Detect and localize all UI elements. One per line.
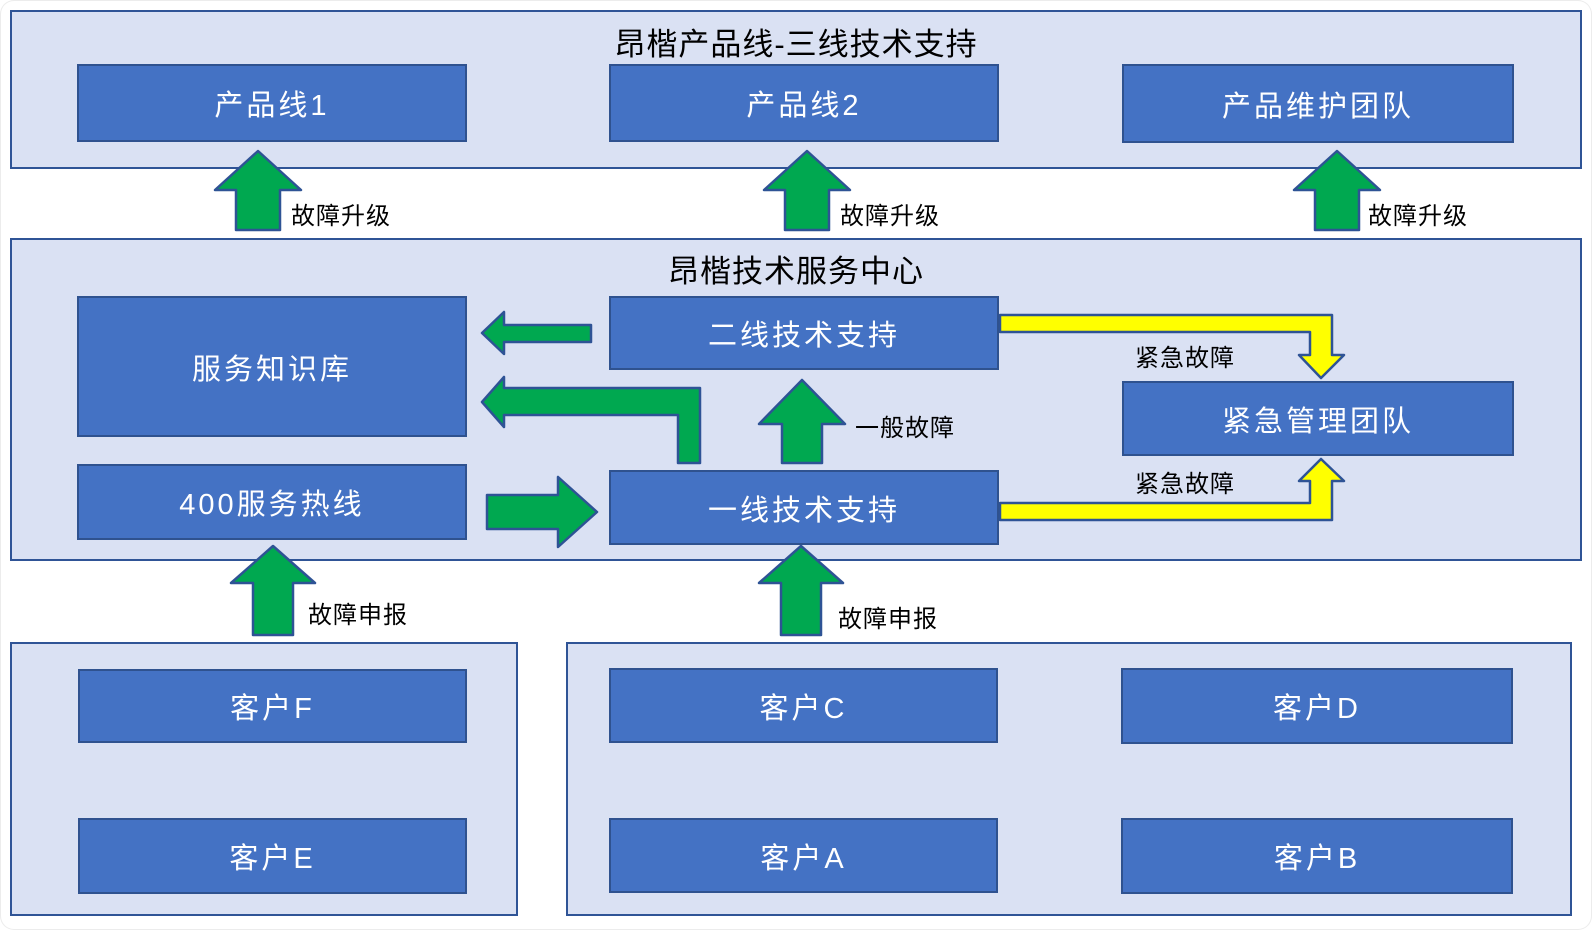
label-emergency-fault-bottom: 紧急故障	[1135, 471, 1235, 498]
node-customer-b: 客户B	[1121, 818, 1513, 894]
node-product-line-2: 产品线2	[609, 64, 999, 142]
node-customer-c: 客户C	[609, 668, 998, 743]
node-customer-f: 客户F	[78, 669, 467, 743]
node-product-line-1: 产品线1	[77, 64, 467, 142]
top-section-title: 昂楷产品线-三线技术支持	[614, 27, 978, 62]
label-fault-upgrade-3: 故障升级	[1368, 203, 1468, 230]
node-customer-e: 客户E	[78, 818, 467, 894]
middle-section-title: 昂楷技术服务中心	[668, 254, 924, 289]
node-first-line-support: 一线技术支持	[609, 470, 999, 545]
node-product-maintenance-team: 产品维护团队	[1122, 64, 1514, 143]
node-second-line-support: 二线技术支持	[609, 296, 999, 370]
label-fault-upgrade-2: 故障升级	[840, 203, 940, 230]
label-general-fault: 一般故障	[855, 415, 955, 442]
node-customer-d: 客户D	[1121, 668, 1513, 744]
label-emergency-fault-top: 紧急故障	[1135, 345, 1235, 372]
label-fault-upgrade-1: 故障升级	[291, 203, 391, 230]
node-customer-a: 客户A	[609, 818, 998, 893]
node-service-knowledge-base: 服务知识库	[77, 296, 467, 437]
node-emergency-management-team: 紧急管理团队	[1122, 381, 1514, 456]
label-fault-report-right: 故障申报	[838, 606, 938, 633]
node-400-service-hotline: 400服务热线	[77, 464, 467, 540]
label-fault-report-left: 故障申报	[308, 602, 408, 629]
